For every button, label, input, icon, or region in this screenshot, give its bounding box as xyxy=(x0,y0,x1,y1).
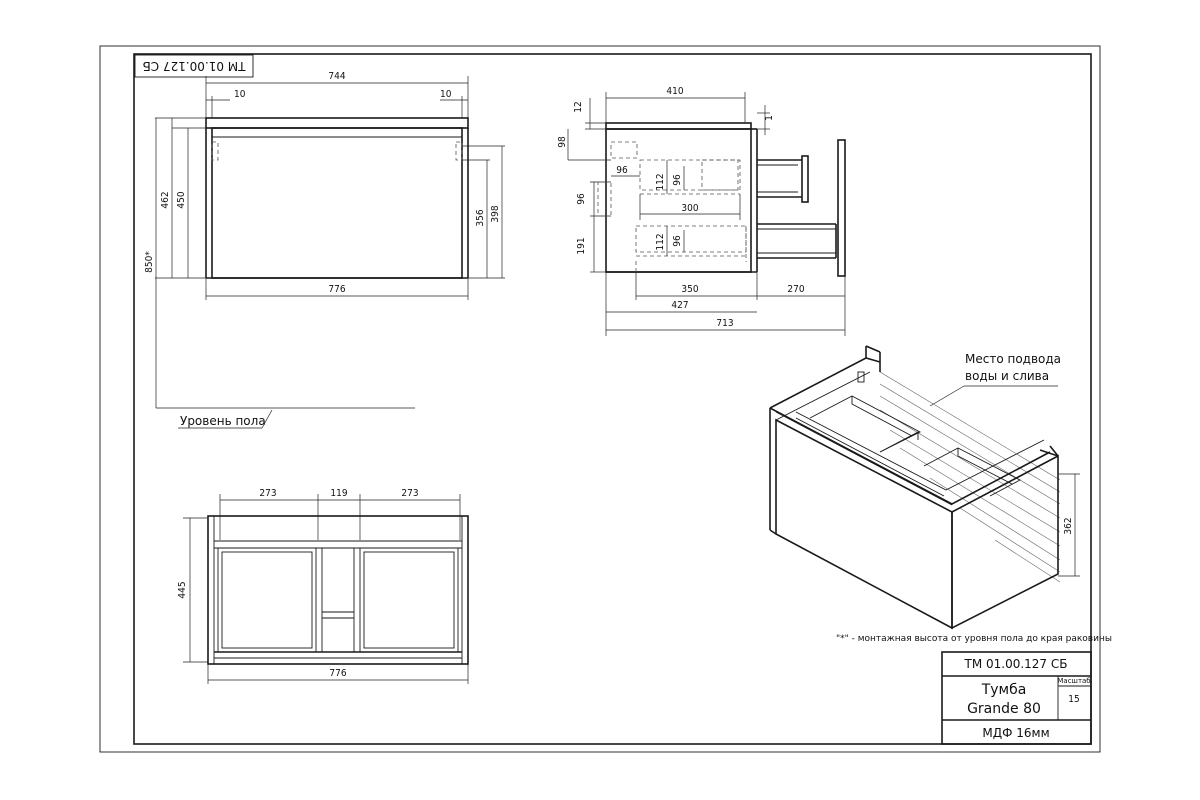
stamp-scale-value: 15 xyxy=(1068,694,1079,705)
stamp-name-line2: Grande 80 xyxy=(967,701,1041,717)
dim-119: 119 xyxy=(330,488,347,499)
dim-1: 1 xyxy=(764,115,775,121)
footnote: "*" - монтажная высота от уровня пола до… xyxy=(836,634,1112,644)
dim-273-right: 273 xyxy=(401,488,418,499)
dim-850: 850* xyxy=(144,251,155,273)
dim-776-front: 776 xyxy=(328,284,345,295)
dim-462: 462 xyxy=(160,191,171,208)
title-block: ТМ 01.00.127 СБ Тумба Grande 80 Масштаб … xyxy=(941,651,1092,745)
dim-427: 427 xyxy=(671,300,688,311)
stamp-material: МДФ 16мм xyxy=(982,726,1049,740)
dim-445: 445 xyxy=(177,581,188,598)
dim-270: 270 xyxy=(787,284,804,295)
front-view: 744 10 10 462 450 850* 356 398 776 xyxy=(144,71,505,429)
dim-356: 356 xyxy=(475,209,486,226)
mirrored-code-box: ТМ 01.00.127 СБ xyxy=(134,54,254,78)
side-view: 410 12 98 1 96 191 96 112 96 xyxy=(557,86,846,336)
top-view: 273 119 273 445 776 xyxy=(177,488,469,684)
dim-98: 98 xyxy=(557,136,568,148)
dim-450: 450 xyxy=(176,191,187,208)
inner-frame xyxy=(133,53,1092,745)
dim-191: 191 xyxy=(576,237,587,254)
mirrored-code-text: ТМ 01.00.127 СБ xyxy=(143,59,247,73)
dim-300: 300 xyxy=(681,203,698,214)
callout-line1: Место подвода xyxy=(965,352,1061,366)
dim-96-left: 96 xyxy=(576,193,587,205)
dim-398: 398 xyxy=(490,205,501,222)
dim-10-right: 10 xyxy=(440,89,452,100)
dim-10-left: 10 xyxy=(234,89,246,100)
dim-362: 362 xyxy=(1063,517,1074,534)
dim-410: 410 xyxy=(666,86,683,97)
dim-350: 350 xyxy=(681,284,698,295)
callout-line2: воды и слива xyxy=(965,369,1049,383)
outer-frame xyxy=(99,45,1101,753)
dim-12: 12 xyxy=(573,101,584,112)
dim-112-bottom: 112 xyxy=(655,233,666,250)
iso-view: Место подвода воды и слива 362 xyxy=(769,345,1080,630)
dim-96-bottom: 96 xyxy=(672,235,683,247)
stamp-scale-label: Масштаб xyxy=(1057,677,1090,685)
stamp-code: ТМ 01.00.127 СБ xyxy=(964,657,1068,671)
dim-96-top: 96 xyxy=(672,174,683,186)
floor-level-label: Уровень пола xyxy=(180,414,266,428)
dim-112-top: 112 xyxy=(655,173,666,190)
stamp-name-line1: Тумба xyxy=(981,682,1027,698)
dim-96-horizontal: 96 xyxy=(616,165,628,176)
dim-713: 713 xyxy=(716,318,733,329)
dim-273-left: 273 xyxy=(259,488,276,499)
dim-776-top: 776 xyxy=(329,668,346,679)
dim-744: 744 xyxy=(328,71,345,82)
